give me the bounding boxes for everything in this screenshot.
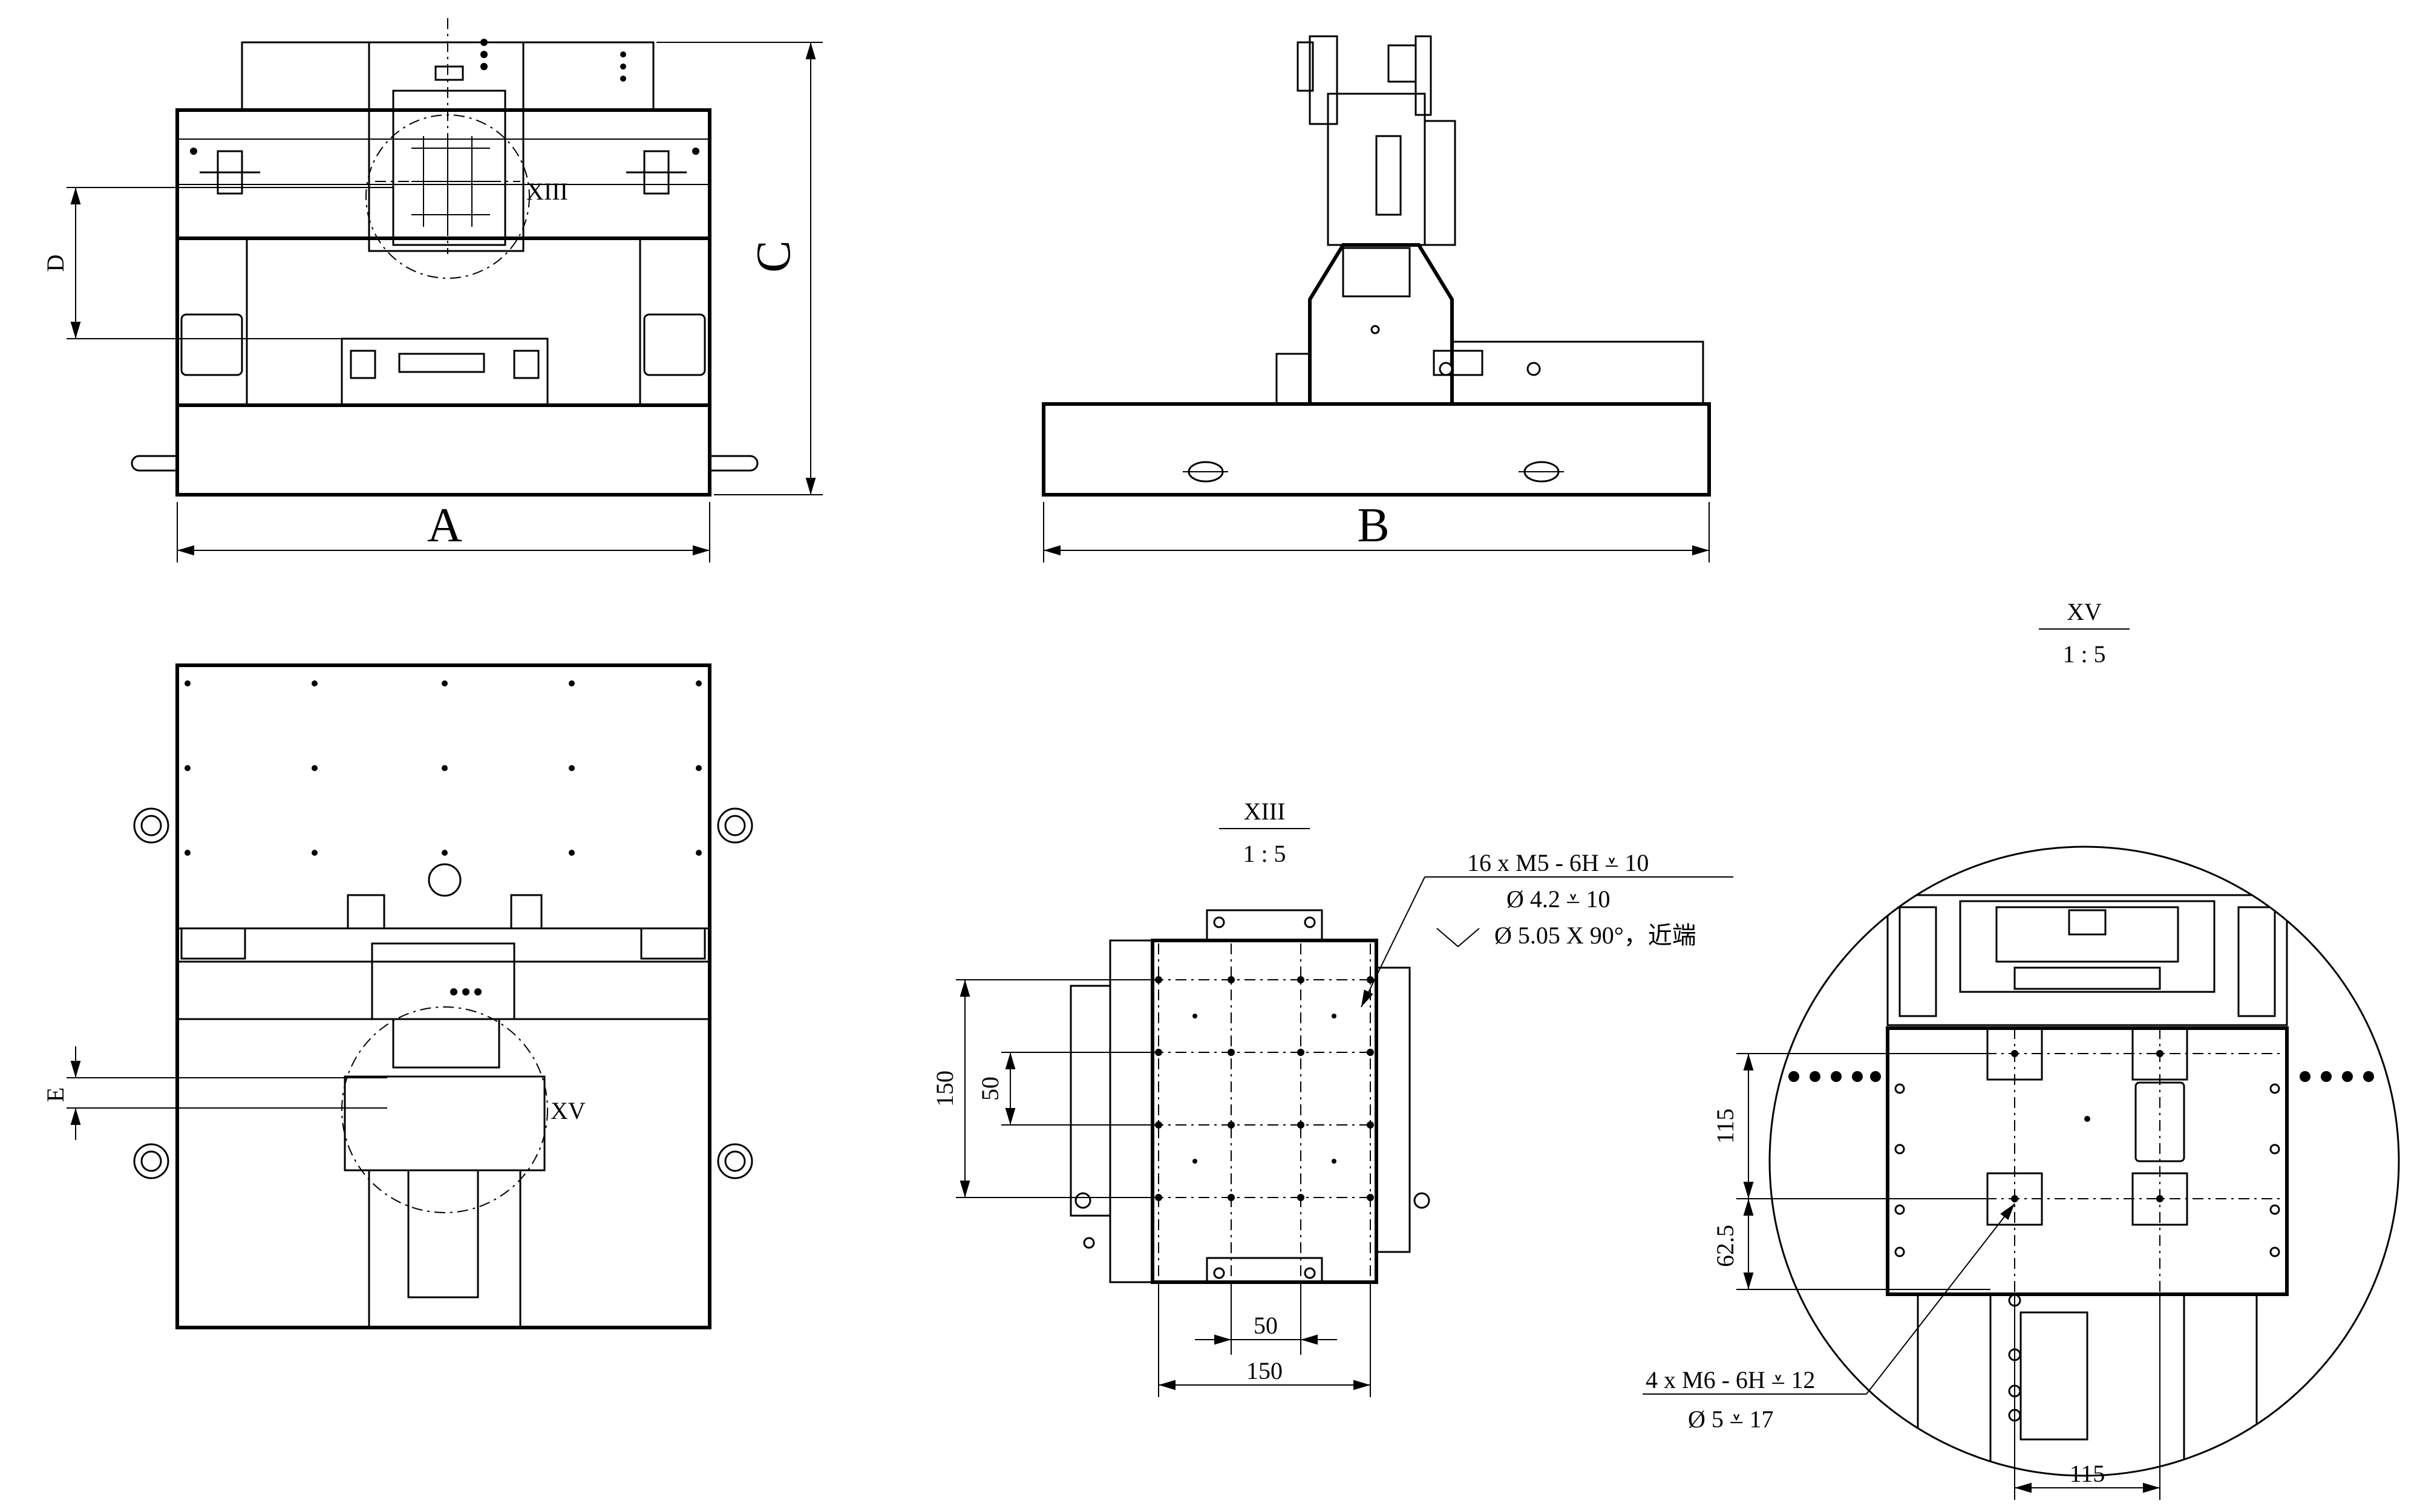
top-view	[133, 663, 753, 1329]
detail-xiii-title: XIII	[1244, 798, 1286, 825]
side-view-dimensions: B	[1043, 499, 1710, 562]
detail-xv-note-line1: 4 x M6 - 6H ⩡ 12	[1646, 1366, 1815, 1393]
detail-xv-title: XV	[2067, 598, 2102, 625]
dim-a-label: A	[427, 499, 462, 552]
dim-c-label: C	[747, 240, 800, 272]
detail-xiii-note-line2: Ø 4.2 ⩡ 10	[1506, 885, 1610, 913]
side-view	[1042, 35, 1711, 497]
detail-xiii-dim-150-h: 150	[1246, 1357, 1283, 1384]
detail-xv-note-line2: Ø 5 ⩡ 17	[1688, 1406, 1773, 1433]
top-view-dimensions: E XV	[42, 1046, 586, 1140]
detail-xiii-grid	[1153, 943, 1376, 1279]
dim-d-label: D	[42, 255, 69, 272]
front-view	[131, 18, 759, 497]
detail-xv-dim-62-5: 62.5	[1712, 1225, 1739, 1267]
callout-xiii-front: XIII	[526, 178, 568, 205]
detail-xv-scale: 1 : 5	[2062, 640, 2105, 668]
front-view-dimensions: A C D XIII	[42, 42, 823, 562]
detail-xiii-note-line1: 16 x M5 - 6H ⩡ 10	[1467, 849, 1649, 876]
callout-xv-top: XV	[551, 1097, 586, 1124]
detail-xiii-dim-50-h: 50	[1254, 1312, 1278, 1339]
detail-xiii-dim-150-v: 150	[931, 1070, 958, 1107]
top-plate-holes	[185, 680, 702, 996]
detail-xv-dim-115-h: 115	[2070, 1460, 2105, 1487]
detail-xiii-note-line3: Ø 5.05 X 90°，近端	[1494, 922, 1696, 949]
detail-xv-dim-115-v: 115	[1712, 1109, 1739, 1144]
detail-xiii-dim-50-v: 50	[976, 1077, 1004, 1101]
detail-xv: XV 1 : 5	[1643, 598, 2400, 1500]
dim-b-label: B	[1357, 499, 1389, 552]
dim-e-label: E	[42, 1087, 69, 1102]
grid-holes-front	[411, 136, 490, 227]
detail-xiii-scale: 1 : 5	[1243, 840, 1286, 867]
detail-xiii: XIII 1 : 5	[931, 798, 1733, 1397]
